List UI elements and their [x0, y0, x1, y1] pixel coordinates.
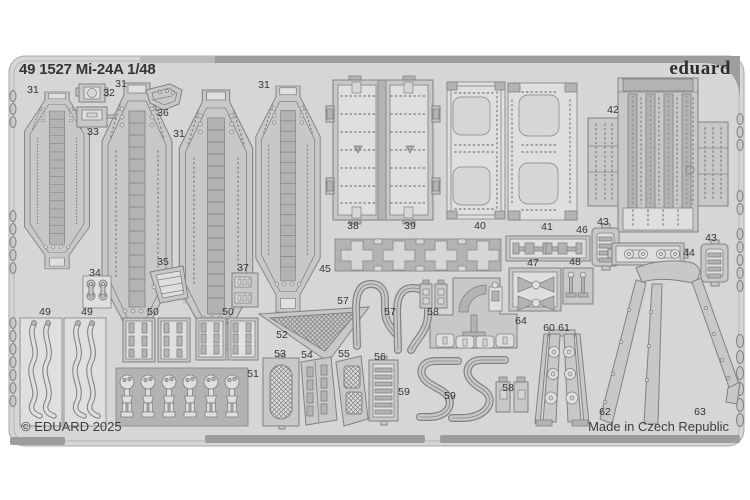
part-number-label: 64 [515, 315, 527, 327]
part-number-label: 35 [157, 256, 169, 268]
part-number-label: 50 [222, 306, 234, 318]
part-number-label: 31 [115, 78, 127, 90]
part-number-label: 41 [541, 221, 553, 233]
part-number-label: 46 [576, 224, 588, 236]
part-59-hoses [416, 356, 509, 422]
part-number-label: 59 [444, 390, 456, 402]
frame-edge [10, 56, 740, 445]
part-number-label: 63 [694, 406, 706, 418]
part-number-label: 51 [247, 368, 259, 380]
part-number-label: 58 [502, 382, 514, 394]
part-64-group [429, 277, 518, 349]
part-number-label: 54 [301, 349, 313, 361]
part-number-label: 34 [89, 267, 101, 279]
part-33-shape [76, 106, 116, 128]
part-number-label: 44 [683, 247, 695, 259]
part-47-shape [508, 267, 562, 312]
part-number-label: 48 [569, 256, 581, 268]
part-number-label: 40 [474, 220, 486, 232]
part-number-label: 31 [173, 128, 185, 140]
part-number-label: 43 [597, 216, 609, 228]
part-35-shape [149, 265, 189, 304]
part-number-label: 53 [274, 348, 286, 360]
part-41-panel [507, 82, 578, 221]
part-number-label: 60 [543, 322, 555, 334]
part-number-label: 39 [404, 220, 416, 232]
part-54-louvre-panel [300, 356, 338, 426]
part-62-63-frame [599, 260, 741, 425]
part-58-buckles [419, 279, 448, 309]
part-number-label: 31 [258, 79, 270, 91]
part-number-label: 31 [27, 84, 39, 96]
part-58-buckles [495, 376, 529, 413]
part-number-label: 52 [276, 329, 288, 341]
part-36-shape [145, 83, 183, 111]
part-48-shape [562, 267, 594, 305]
part-number-label: 38 [347, 220, 359, 232]
part-38-39-doors [325, 75, 441, 225]
copyright-text: © EDUARD 2025 [21, 419, 122, 434]
part-number-label: 33 [87, 126, 99, 138]
product-title: 49 1527 Mi-24A 1/48 [19, 61, 156, 78]
part-45-strip [334, 238, 502, 272]
part-37-shape [231, 272, 259, 308]
part-50-grilles [122, 317, 259, 363]
part-number-label: 61 [558, 322, 570, 334]
eduard-logo: eduard [669, 58, 731, 79]
part-42-floor [587, 77, 729, 233]
part-32-shape [75, 83, 109, 103]
part-number-label: 62 [599, 406, 611, 418]
part-53-mesh-panel [262, 353, 300, 430]
part-number-label: 45 [319, 263, 331, 275]
part-number-label: 50 [147, 306, 159, 318]
part-number-label: 59 [398, 386, 410, 398]
part-number-label: 37 [237, 262, 249, 274]
part-49-hoses [19, 317, 107, 427]
part-number-label: 47 [527, 257, 539, 269]
part-number-label: 32 [103, 87, 115, 99]
part-34-shape [82, 275, 112, 309]
part-number-label: 56 [374, 351, 386, 363]
part-60-61-frames [534, 329, 590, 427]
part-number-label: 43 [705, 232, 717, 244]
part-number-label: 57 [337, 295, 349, 307]
part-52-mesh-triangle [257, 306, 371, 363]
part-number-label: 36 [157, 107, 169, 119]
part-number-label: 42 [607, 104, 619, 116]
part-number-label: 49 [81, 306, 93, 318]
part-55-mesh-panel [335, 355, 369, 427]
part-56-ladder-panel [368, 355, 399, 426]
made-in-text: Made in Czech Republic [588, 419, 729, 434]
part-number-label: 55 [338, 348, 350, 360]
part-51-buckles [115, 367, 249, 427]
part-46-shape [505, 235, 591, 262]
part-number-label: 49 [39, 306, 51, 318]
part-40-panel [446, 81, 506, 220]
part-43-shape [700, 239, 729, 287]
part-number-label: 58 [427, 306, 439, 318]
part-number-label: 57 [384, 306, 396, 318]
